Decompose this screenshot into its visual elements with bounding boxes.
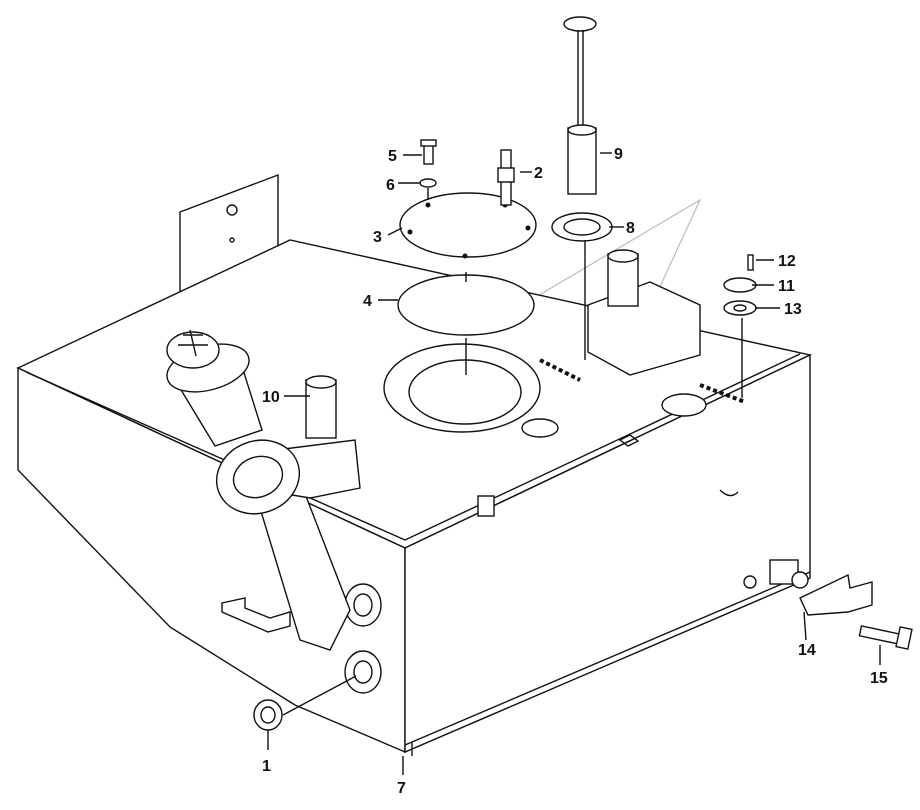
- callout-7: 7: [397, 780, 406, 797]
- callout-8: 8: [626, 220, 635, 237]
- cover-plate: [399, 192, 537, 259]
- bolt-and-washer: [419, 139, 437, 200]
- callout-2: 2: [534, 165, 543, 182]
- handle: [221, 597, 291, 633]
- assembly-dash-lines: [539, 358, 746, 404]
- small-cover-set: [723, 254, 757, 316]
- callout-6: 6: [386, 177, 395, 194]
- callout-5: 5: [388, 148, 397, 165]
- top-boss: [477, 393, 739, 517]
- drain-valve: [743, 559, 809, 589]
- callout-3: 3: [373, 229, 382, 246]
- callout-15: 15: [870, 670, 888, 687]
- hex-bolt: [858, 625, 913, 650]
- callout-12: 12: [778, 253, 796, 270]
- callout-labels: 1 2 3 4 5 6 7 8 9 10 11 12 13 14 15: [262, 146, 888, 797]
- pin: [497, 149, 515, 206]
- leader-lines: [267, 152, 881, 775]
- callout-1: 1: [262, 758, 271, 775]
- filter-element: [166, 329, 263, 447]
- callout-9: 9: [614, 146, 623, 163]
- gasket: [397, 274, 535, 336]
- callout-14: 14: [798, 642, 816, 659]
- breather-housing: [587, 249, 701, 376]
- plug: [253, 699, 283, 731]
- callout-11: 11: [778, 278, 795, 295]
- seal-ring: [551, 212, 613, 242]
- callout-13: 13: [784, 301, 802, 318]
- dipstick: [563, 16, 597, 195]
- clamp-bracket: [799, 573, 873, 616]
- inspection-opening-flange: [383, 343, 541, 433]
- side-ports: [344, 583, 382, 694]
- filler-flange-ring: [215, 439, 301, 515]
- callout-4: 4: [363, 293, 372, 310]
- callout-10: 10: [262, 389, 280, 406]
